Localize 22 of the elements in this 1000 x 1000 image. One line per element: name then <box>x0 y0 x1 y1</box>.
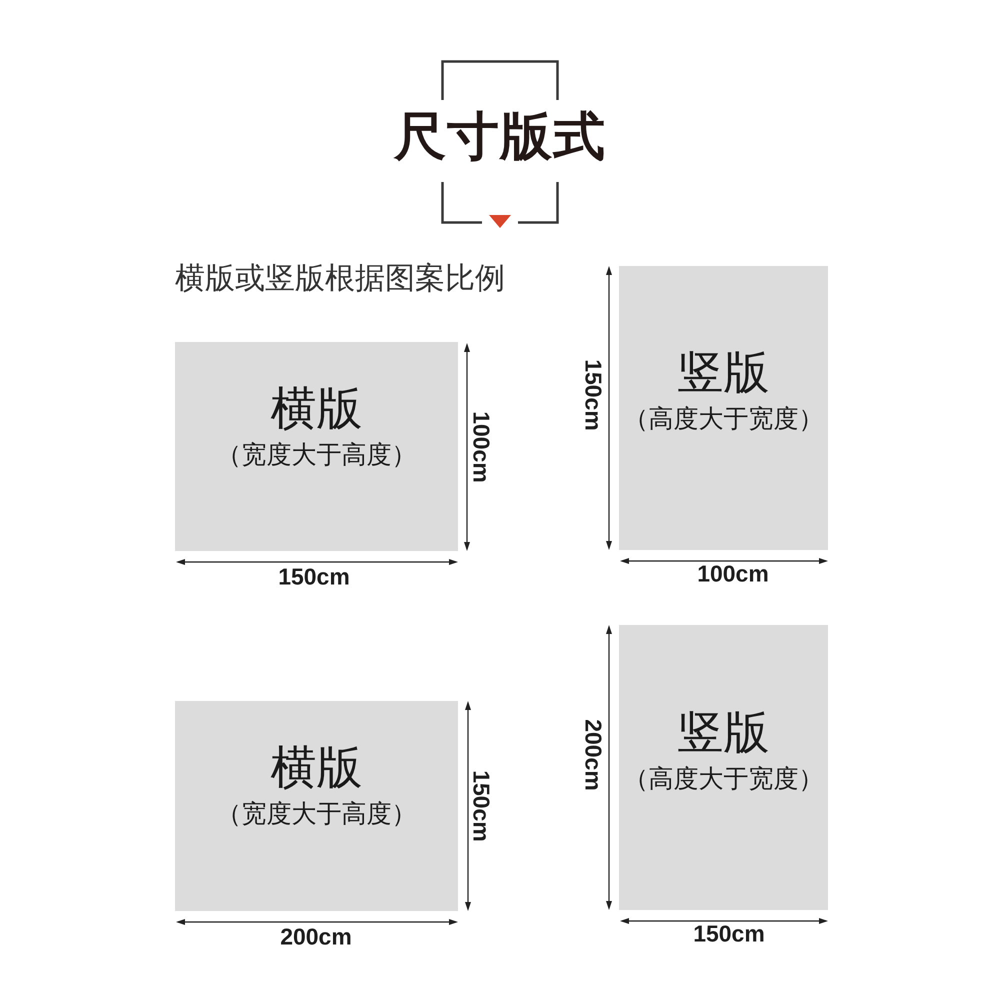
dimension-label: 150cm <box>278 566 350 588</box>
dimension-label: 100cm <box>470 411 492 483</box>
panel-note: （宽度大于高度） <box>216 800 416 829</box>
format-panel <box>175 342 458 551</box>
panel-heading: 横版 <box>270 741 362 794</box>
dimension-label: 200cm <box>280 926 352 948</box>
panel-note: （高度大于宽度） <box>624 764 824 794</box>
format-panel <box>619 266 828 550</box>
panel-note: （高度大于宽度） <box>624 405 824 434</box>
dimension-label: 150cm <box>582 359 604 431</box>
dimension-label: 200cm <box>582 719 604 791</box>
format-panel <box>175 701 458 911</box>
note-text: 横版或竖版根据图案比例 <box>175 262 505 295</box>
dimension-label: 100cm <box>697 562 769 586</box>
panel-heading: 竖版 <box>678 346 770 400</box>
title: 尺寸版式 <box>394 108 606 166</box>
dimension-label: 150cm <box>693 922 765 946</box>
format-panel <box>619 625 828 910</box>
dimension-label: 150cm <box>470 770 492 842</box>
panel-note: （宽度大于高度） <box>216 440 416 470</box>
panel-heading: 横版 <box>270 382 362 435</box>
panel-heading: 竖版 <box>678 706 770 759</box>
